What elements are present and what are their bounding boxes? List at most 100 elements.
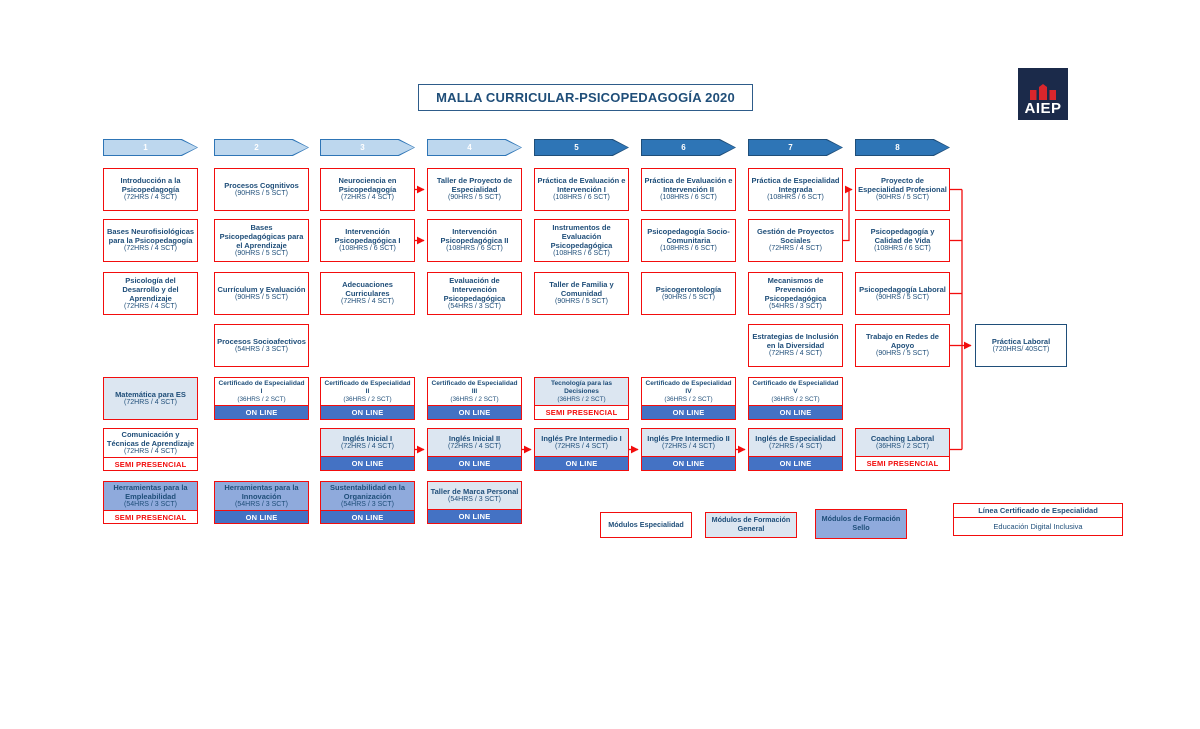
semester-chevron-4: 4	[427, 139, 522, 156]
module-hours: (90HRS / 5 SCT)	[876, 350, 929, 358]
module-box: Herramientas para la Innovación(54HRS / …	[214, 481, 309, 524]
semester-chevron-7: 7	[748, 139, 843, 156]
module-title: Herramientas para la Innovación	[224, 483, 299, 501]
module-box: Práctica de Especialidad Integrada(108HR…	[748, 168, 843, 211]
aiep-logo-text: AIEP	[1024, 100, 1062, 117]
module-hours: (72HRS / 4 SCT)	[124, 302, 177, 310]
module-box: Inglés Inicial I(72HRS / 4 SCT)ON LINE	[320, 428, 415, 471]
semester-number: 7	[788, 143, 793, 152]
practica-laboral-box: Práctica Laboral (720HRS/ 40SCT)	[975, 324, 1067, 367]
module-title: Certificado de Especialidad II	[324, 379, 411, 395]
legend-linea-title: Línea Certificado de Especialidad	[953, 503, 1123, 518]
module-title: Gestión de Proyectos Sociales	[756, 227, 835, 246]
module-box: Adecuaciones Curriculares(72HRS / 4 SCT)	[320, 272, 415, 315]
module-hours: (90HRS / 5 SCT)	[448, 194, 501, 202]
module-hours: (54HRS / 3 SCT)	[341, 501, 394, 508]
module-title: Inglés Inicial II	[448, 433, 501, 443]
module-box: Inglés Pre Intermedio II(72HRS / 4 SCT)O…	[641, 428, 736, 471]
semester-number: 2	[254, 143, 259, 152]
module-title: Taller de Marca Personal	[430, 486, 519, 496]
semester-number: 6	[681, 143, 686, 152]
module-hours: (72HRS / 4 SCT)	[769, 245, 822, 253]
modality-badge: ON LINE	[215, 510, 308, 523]
module-box: Psicopedagogía Laboral(90HRS / 5 SCT)	[855, 272, 950, 315]
module-title: Inglés Pre Intermedio II	[647, 433, 730, 443]
modality-badge: ON LINE	[428, 456, 521, 470]
modality-badge: SEMI PRESENCIAL	[856, 456, 949, 470]
modality-badge: ON LINE	[215, 405, 308, 419]
module-title: Práctica de Evaluación e Intervención I	[537, 176, 626, 195]
module-box: Certificado de Especialidad II(36HRS / 2…	[320, 377, 415, 420]
module-box: Psicología del Desarrollo y del Aprendiz…	[103, 272, 198, 315]
module-hours: (90HRS / 5 SCT)	[662, 293, 715, 301]
semester-number: 3	[360, 143, 365, 152]
module-hours: (72HRS / 4 SCT)	[662, 442, 715, 450]
module-title: Certificado de Especialidad I	[218, 379, 305, 395]
modality-badge: ON LINE	[749, 405, 842, 419]
module-title: Práctica Laboral	[991, 336, 1051, 346]
module-box: Mecanismos de Prevención Psicopedagógica…	[748, 272, 843, 315]
module-box: Certificado de Especialidad IV(36HRS / 2…	[641, 377, 736, 420]
module-title: Intervención Psicopedagógica II	[440, 227, 509, 246]
module-title: Procesos Socioafectivos	[217, 336, 306, 346]
module-title: Bases Neurofisiológicas para la Psicoped…	[106, 227, 195, 246]
module-hours: (72HRS / 4 SCT)	[341, 194, 394, 202]
module-box: Trabajo en Redes de Apoyo(90HRS / 5 SCT)	[855, 324, 950, 367]
module-title: Coaching Laboral	[870, 433, 935, 443]
module-hours: (72HRS / 4 SCT)	[769, 350, 822, 358]
module-title: Tecnología para las Decisiones	[550, 379, 613, 395]
module-hours: (72HRS / 4 SCT)	[124, 398, 177, 406]
module-title: Taller de Proyecto de Especialidad	[436, 176, 513, 195]
module-hours: (54HRS / 3 SCT)	[448, 302, 501, 310]
module-box: Procesos Cognitivos(90HRS / 5 SCT)	[214, 168, 309, 211]
module-title: Inglés de Especialidad	[755, 433, 836, 443]
module-title: Adecuaciones Curriculares	[342, 280, 393, 299]
module-box: Sustentabilidad en la Organización(54HRS…	[320, 481, 415, 524]
semester-chevron-6: 6	[641, 139, 736, 156]
module-title: Instrumentos de Evaluación Psicopedagógi…	[550, 222, 613, 250]
module-hours: (90HRS / 5 SCT)	[876, 293, 929, 301]
module-hours: (108HRS / 6 SCT)	[339, 245, 396, 253]
semester-number: 4	[467, 143, 472, 152]
legend-modulos-especialidad: Módulos Especialidad	[600, 512, 692, 538]
module-box: Intervención Psicopedagógica I(108HRS / …	[320, 219, 415, 262]
modality-badge: ON LINE	[321, 510, 414, 523]
module-box: Intervención Psicopedagógica II(108HRS /…	[427, 219, 522, 262]
module-title: Trabajo en Redes de Apoyo	[866, 332, 939, 351]
module-hours: (36HRS / 2 SCT)	[876, 442, 929, 450]
legend-modulos-formacion-general: Módulos de Formación General	[705, 512, 797, 538]
modality-badge: ON LINE	[749, 456, 842, 470]
module-title: Mecanismos de Prevención Psicopedagógica	[764, 275, 827, 303]
legend-linea-item: Educación Digital Inclusiva	[953, 518, 1123, 536]
module-hours: (36HRS / 2 SCT)	[771, 395, 820, 403]
module-box: Evaluación de Intervención Psicopedagógi…	[427, 272, 522, 315]
modality-badge: SEMI PRESENCIAL	[535, 405, 628, 419]
module-title: Psicogerontología	[655, 284, 722, 294]
page-title: MALLA CURRICULAR-PSICOPEDAGOGÍA 2020	[418, 84, 753, 111]
module-box: Certificado de Especialidad V(36HRS / 2 …	[748, 377, 843, 420]
module-title: Certificado de Especialidad IV	[645, 379, 732, 395]
module-box: Introducción a la Psicopedagogía(72HRS /…	[103, 168, 198, 211]
module-hours: (90HRS / 5 SCT)	[876, 194, 929, 202]
module-title: Psicología del Desarrollo y del Aprendiz…	[122, 275, 179, 303]
module-hours: (108HRS / 6 SCT)	[553, 194, 610, 202]
module-box: Estrategias de Inclusión en la Diversida…	[748, 324, 843, 367]
module-box: Práctica de Evaluación e Intervención I(…	[534, 168, 629, 211]
module-title: Certificado de Especialidad III	[431, 379, 518, 395]
module-title: Psicopedagogía y Calidad de Vida	[870, 227, 935, 246]
module-title: Evaluación de Intervención Psicopedagógi…	[443, 275, 506, 303]
module-title: Certificado de Especialidad V	[752, 379, 839, 395]
module-title: Práctica de Evaluación e Intervención II	[644, 176, 733, 195]
module-hours: (72HRS / 4 SCT)	[124, 194, 177, 202]
modality-badge: ON LINE	[642, 405, 735, 419]
module-hours: (36HRS / 2 SCT)	[237, 395, 286, 403]
aiep-logo: AIEP	[1018, 68, 1068, 120]
module-box: Instrumentos de Evaluación Psicopedagógi…	[534, 219, 629, 262]
modality-badge: SEMI PRESENCIAL	[104, 510, 197, 523]
module-box: Tecnología para las Decisiones(36HRS / 2…	[534, 377, 629, 420]
module-hours: (108HRS / 6 SCT)	[660, 245, 717, 253]
semester-number: 8	[895, 143, 900, 152]
module-hours: (54HRS / 3 SCT)	[235, 501, 288, 508]
semester-chevron-1: 1	[103, 139, 198, 156]
